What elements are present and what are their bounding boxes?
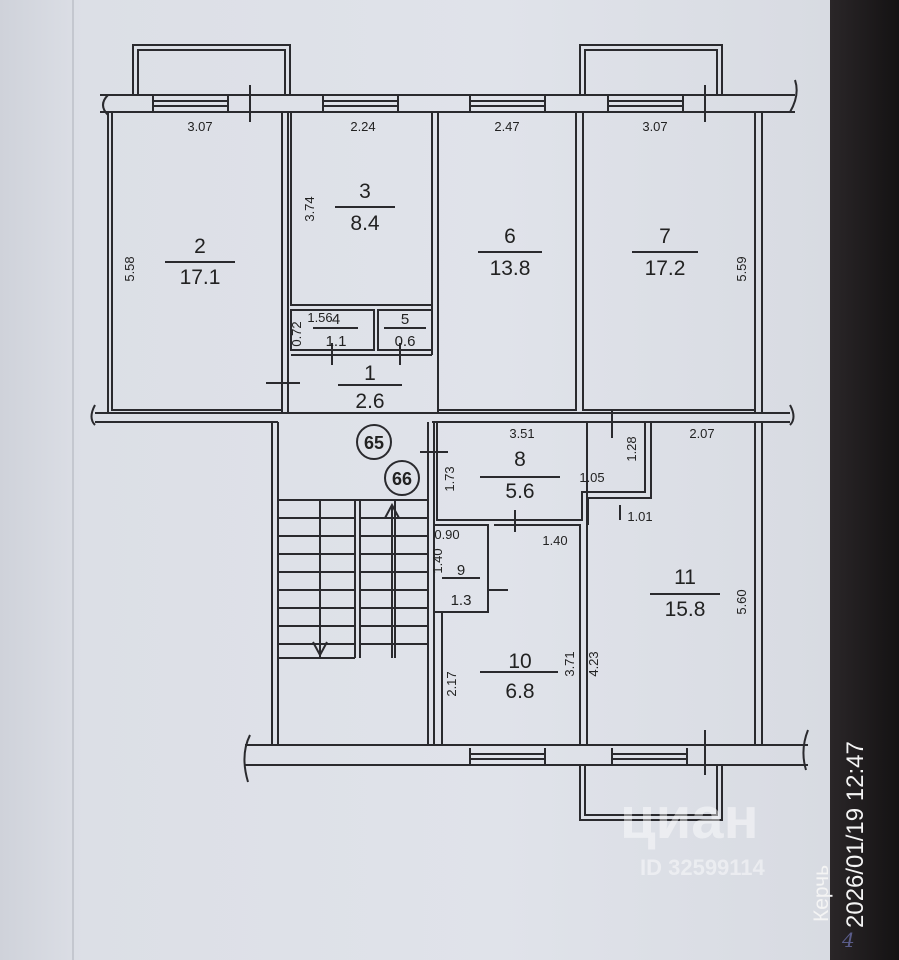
photo-stamp-datetime: 2026/01/19 12:47 xyxy=(842,741,869,928)
room-number: 6 xyxy=(504,225,516,248)
dimension-label: 1.01 xyxy=(627,509,652,524)
room-11-outline xyxy=(586,421,756,746)
dimension-label: 2.17 xyxy=(444,671,459,696)
partition xyxy=(281,112,289,413)
dimension-label: 3.74 xyxy=(302,196,317,221)
apartment-marker-65: 65 xyxy=(364,433,384,453)
room-area: 17.2 xyxy=(645,257,686,280)
dimension-label: 3.51 xyxy=(509,426,534,441)
room-number: 9 xyxy=(457,562,465,579)
room-6-outline xyxy=(437,111,577,411)
room-area: 8.4 xyxy=(350,212,380,235)
handwritten-page-number: 4 xyxy=(842,928,855,952)
room-number: 10 xyxy=(508,650,531,673)
dimension-label: 2.24 xyxy=(350,119,375,134)
room-area: 15.8 xyxy=(665,598,706,621)
room-number: 8 xyxy=(514,448,526,471)
marker-circle-65 xyxy=(356,424,392,460)
room-number: 7 xyxy=(659,225,671,248)
dimension-label: 1.05 xyxy=(579,470,604,485)
room-label: 85.6 xyxy=(505,448,534,503)
room-area: 1.3 xyxy=(451,592,472,609)
room-labels: 217.138.4613.8717.241.150.612.685.691.31… xyxy=(180,180,706,703)
dimension-label: 2.07 xyxy=(689,426,714,441)
balcony-bottom-right xyxy=(579,765,723,821)
room-label: 217.1 xyxy=(180,235,221,289)
windows-bottom xyxy=(469,730,706,775)
dimension-label: 1.40 xyxy=(430,548,445,573)
room-area: 0.6 xyxy=(395,333,416,350)
corridor-walls xyxy=(266,343,432,384)
dimension-label: 0.90 xyxy=(434,527,459,542)
room-area: 17.1 xyxy=(180,266,221,289)
dimension-label: 5.60 xyxy=(734,589,749,614)
dark-background-edge xyxy=(830,0,899,960)
room-number: 5 xyxy=(401,311,409,328)
room-number: 3 xyxy=(359,180,371,203)
balcony-top-right xyxy=(579,44,723,95)
outer-wall-top xyxy=(100,79,798,116)
room-label: 11 15.8 xyxy=(665,566,706,621)
watermark-id: ID 32599114 xyxy=(640,855,765,880)
apartment-markers: 65 66 xyxy=(364,433,412,489)
room-label: 41.1 xyxy=(326,311,347,350)
marker-circle-66 xyxy=(384,460,420,496)
walls xyxy=(90,44,809,821)
apartment-marker-66: 66 xyxy=(392,469,412,489)
stairs xyxy=(278,500,428,658)
door-marks xyxy=(420,410,613,532)
room-label: 38.4 xyxy=(350,180,380,235)
room-area: 1.1 xyxy=(326,333,347,350)
room-9-outline xyxy=(433,524,489,613)
dimension-label: 3.07 xyxy=(642,119,667,134)
dimension-label: 1.56 xyxy=(307,310,332,325)
dimension-label: 5.59 xyxy=(734,256,749,281)
room-number: 2 xyxy=(194,235,206,258)
dimension-label: 1.28 xyxy=(624,436,639,461)
room-label: 91.3 xyxy=(451,562,472,609)
dimension-label: 0.72 xyxy=(289,321,304,346)
room-number: 1 xyxy=(364,362,376,385)
dimension-label: 4.23 xyxy=(586,651,601,676)
stair-arrows-icon xyxy=(312,502,400,658)
balcony-top-left xyxy=(132,44,291,95)
outer-wall-right-lower xyxy=(619,422,808,746)
room-number: 11 xyxy=(674,566,696,589)
room-area: 13.8 xyxy=(490,257,531,280)
page-fold xyxy=(72,0,74,960)
dimension-label: 1.73 xyxy=(442,466,457,491)
dimension-label: 2.47 xyxy=(494,119,519,134)
room-label: 50.6 xyxy=(395,311,416,350)
room-number: 4 xyxy=(332,311,340,328)
dimension-label: 3.71 xyxy=(562,651,577,676)
windows-top xyxy=(152,85,706,122)
photo-stamp-city: Керчь xyxy=(810,864,833,922)
area-fraction-lines xyxy=(165,206,720,673)
dimension-label: 5.58 xyxy=(122,256,137,281)
room-8-outline xyxy=(436,421,652,525)
room-area: 6.8 xyxy=(505,680,534,703)
room-area: 2.6 xyxy=(355,390,384,413)
room-label: 12.6 xyxy=(355,362,384,413)
watermark-brand: циан xyxy=(620,786,759,851)
room-area: 5.6 xyxy=(505,480,534,503)
dimension-labels: 3.07 2.24 2.47 3.07 5.58 3.74 5.59 0.721.56 3.51… xyxy=(122,119,749,697)
room-label: 717.2 xyxy=(645,225,686,280)
outer-wall-bottom xyxy=(243,729,809,783)
dimension-label: 1.40 xyxy=(542,533,567,548)
room-label: 106.8 xyxy=(505,650,534,703)
room-10-outline xyxy=(441,524,581,746)
room-5-outline xyxy=(377,309,433,351)
outer-wall-right xyxy=(754,112,763,413)
room-label: 613.8 xyxy=(490,225,531,280)
dimension-label: 3.07 xyxy=(187,119,212,134)
paper-sheet xyxy=(0,0,830,960)
